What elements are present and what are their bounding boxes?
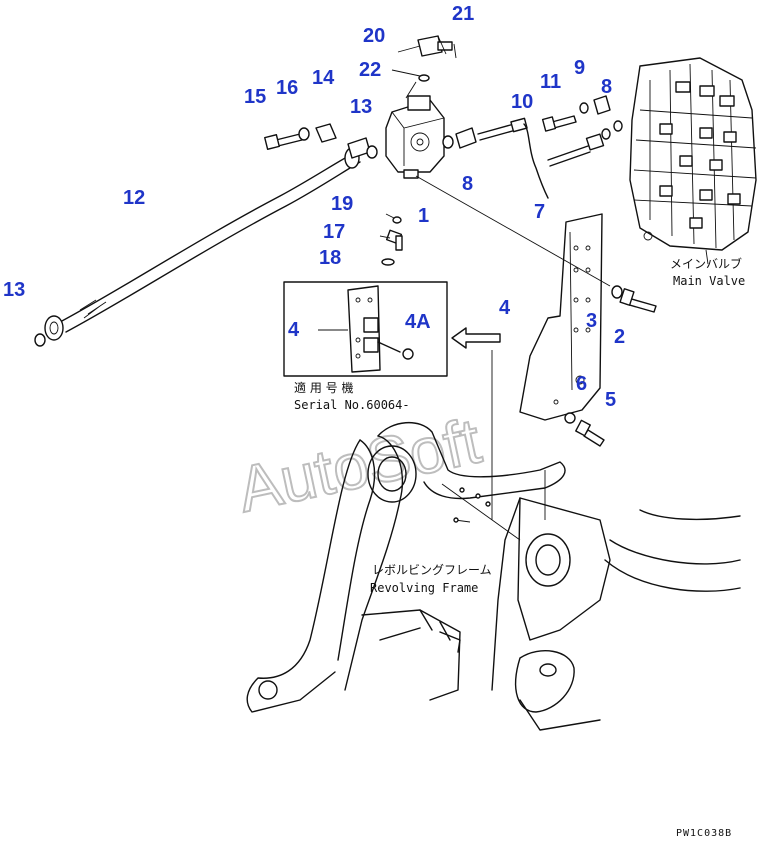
callout-1: 1 — [418, 205, 429, 227]
main-valve — [629, 57, 757, 265]
frame-label-en: Revolving Frame — [370, 581, 478, 595]
callouts: 21 20 22 15 16 14 13 12 13 19 1 17 18 9 … — [3, 3, 625, 411]
callout-12: 12 — [123, 187, 145, 209]
bracket-part-4 — [519, 213, 603, 421]
figure-code: PW1C038B — [676, 828, 732, 839]
callout-17: 17 — [323, 221, 345, 243]
bolts-2-3-5-6 — [564, 285, 657, 447]
frame-label-jp: レボルビングフレーム — [372, 563, 492, 577]
main-valve-label-en: Main Valve — [673, 274, 745, 288]
callout-9: 9 — [574, 57, 585, 79]
text-labels: メインバルブ Main Valve 適 用 号 機 Serial No.6006… — [294, 256, 745, 839]
callout-14: 14 — [312, 67, 335, 89]
callout-15: 15 — [244, 86, 266, 108]
callout-4-inset: 4 — [288, 319, 300, 341]
fittings-17-22 — [381, 35, 457, 266]
main-valve-label-jp: メインバルブ — [670, 256, 742, 271]
hose-part-7 — [442, 95, 623, 199]
callout-2: 2 — [614, 326, 625, 348]
watermark-text: AutoSoft — [232, 404, 487, 526]
valve-part-1 — [385, 95, 445, 179]
callout-21: 21 — [452, 3, 474, 25]
inset-arrow-icon — [451, 327, 501, 349]
revolving-frame — [246, 350, 741, 731]
callout-7: 7 — [534, 201, 545, 223]
leader-line-1 — [415, 175, 611, 287]
callout-5: 5 — [605, 389, 616, 411]
callout-8-left: 8 — [462, 173, 473, 195]
callout-11: 11 — [540, 71, 561, 93]
serial-label-jp: 適 用 号 機 — [294, 380, 353, 395]
callout-8-top: 8 — [601, 76, 612, 98]
leader-lines — [379, 35, 447, 239]
serial-label-en: Serial No.60064- — [294, 398, 410, 412]
callout-13-left: 13 — [3, 279, 25, 301]
callout-10: 10 — [511, 91, 533, 113]
callout-13-top: 13 — [350, 96, 372, 118]
callout-4: 4 — [499, 297, 511, 319]
callout-3: 3 — [586, 310, 597, 332]
callout-16: 16 — [276, 77, 298, 99]
callout-20: 20 — [363, 25, 385, 47]
callout-22: 22 — [359, 59, 381, 81]
callout-6: 6 — [576, 373, 587, 395]
bolts-14-15-16 — [264, 123, 337, 150]
inset-detail-box — [283, 281, 448, 377]
pipe-part-12 — [34, 137, 378, 347]
callout-4A: 4A — [405, 311, 431, 333]
callout-19: 19 — [331, 193, 353, 215]
callout-18: 18 — [319, 247, 341, 269]
